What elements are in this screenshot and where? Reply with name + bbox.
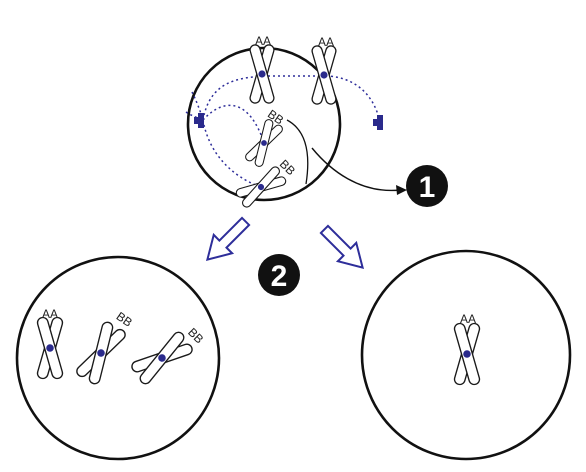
marker-1: 1	[406, 165, 448, 207]
daughter-cell-left: AA BB BB	[15, 255, 221, 461]
marker-2-badge	[258, 254, 300, 296]
marker-1-label: 1	[419, 171, 436, 204]
parent-cell: AA AA BB BB	[185, 34, 383, 211]
spindle-pole-left-cap	[194, 117, 199, 124]
marker-2: 2	[258, 254, 300, 296]
marker-1-badge	[406, 165, 448, 207]
spindle-pole-right	[377, 115, 383, 130]
arrow-down-left	[205, 216, 251, 262]
gene-label: AA	[318, 35, 334, 49]
arrow-down-right	[319, 224, 365, 270]
daughter-cell-right: AA	[360, 249, 572, 461]
spindle-pole-left	[198, 113, 204, 128]
cleavage-line	[286, 119, 309, 185]
gene-label: AA	[42, 307, 58, 321]
daughter-cell-left-membrane	[15, 255, 221, 461]
pointer-line	[311, 147, 401, 192]
gene-label: AA	[255, 34, 271, 48]
marker-2-label: 2	[271, 260, 288, 293]
pointer-arrowhead	[396, 185, 407, 195]
spindle-pole-right-cap	[373, 119, 378, 126]
gene-label: AA	[460, 312, 476, 326]
